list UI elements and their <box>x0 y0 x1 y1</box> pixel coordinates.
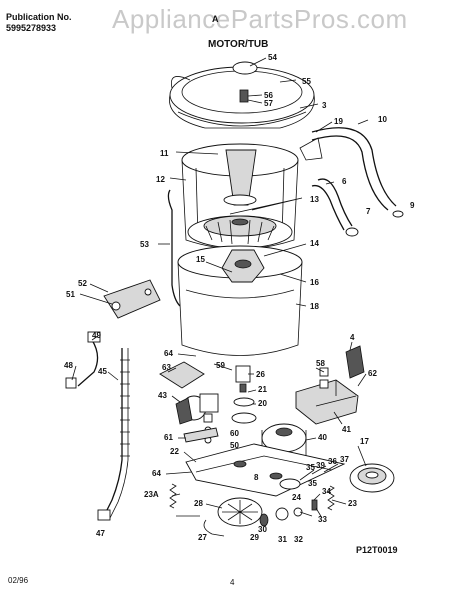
callout-6: 6 <box>342 177 347 186</box>
callout-22: 22 <box>170 447 179 456</box>
callout-19: 19 <box>334 117 343 126</box>
callout-35: 35 <box>308 479 317 488</box>
callout-30: 30 <box>258 525 267 534</box>
callout-36: 36 <box>328 457 337 466</box>
callout-64a: 64 <box>164 349 173 358</box>
callout-58: 58 <box>316 359 325 368</box>
callout-24: 24 <box>292 493 301 502</box>
publication-label: Publication No. <box>6 12 72 22</box>
callout-33: 33 <box>318 515 327 524</box>
callout-39: 39 <box>316 461 325 470</box>
callout-41: 41 <box>342 425 351 434</box>
mount-bracket <box>103 279 161 319</box>
callout-4: 4 <box>350 333 355 342</box>
callout-47: 47 <box>96 529 105 538</box>
callout-11: 11 <box>160 149 169 158</box>
section-title: MOTOR/TUB <box>208 39 269 50</box>
drain-hose <box>299 127 397 211</box>
callout-55: 55 <box>302 77 311 86</box>
leader-lines <box>71 57 369 519</box>
bottom-hardware <box>203 497 318 537</box>
callout-21: 21 <box>258 385 267 394</box>
callout-54: 54 <box>268 53 277 62</box>
callout-34: 34 <box>322 487 331 496</box>
callout-7: 7 <box>366 207 371 216</box>
callout-64b: 64 <box>152 469 161 478</box>
fill-hose <box>65 331 101 389</box>
callout-23a: 23A <box>144 490 159 499</box>
callout-3: 3 <box>322 101 327 110</box>
lever-bracket <box>183 427 219 443</box>
standpipe <box>167 189 181 307</box>
callout-17: 17 <box>360 437 369 446</box>
footer-date: 02/96 <box>8 576 29 585</box>
callout-32: 32 <box>294 535 303 544</box>
callout-48: 48 <box>64 361 73 370</box>
agitator-base <box>187 215 293 249</box>
callout-63: 63 <box>162 363 171 372</box>
watermark-text: AppliancePartsPros.com <box>112 4 408 34</box>
callout-61: 61 <box>164 433 173 442</box>
callout-57: 57 <box>264 99 273 108</box>
callout-9: 9 <box>410 201 415 210</box>
callout-15: 15 <box>196 255 205 264</box>
corrugated-hose <box>97 348 130 521</box>
callout-16: 16 <box>310 278 319 287</box>
callout-62: 62 <box>368 369 377 378</box>
callout-12: 12 <box>156 175 165 184</box>
callout-13: 13 <box>310 195 319 204</box>
callout-51: 51 <box>66 290 75 299</box>
callout-labels: 54 55 56 57 3 19 10 11 12 6 7 9 13 53 14… <box>64 53 415 544</box>
callout-45: 45 <box>98 367 107 376</box>
callout-37: 37 <box>340 455 349 464</box>
callout-26: 26 <box>256 370 265 379</box>
callout-53: 53 <box>140 240 149 249</box>
callout-52: 52 <box>78 279 87 288</box>
callout-40: 40 <box>318 433 327 442</box>
wash-basket <box>181 143 299 250</box>
model-number: A <box>212 14 219 24</box>
small-parts <box>203 412 257 444</box>
diagram-id: P12T0019 <box>356 545 398 555</box>
small-hose <box>311 178 404 237</box>
actuator-box <box>295 345 365 425</box>
callout-27: 27 <box>198 533 207 542</box>
callout-18: 18 <box>310 302 319 311</box>
callout-50: 50 <box>230 441 239 450</box>
callout-59: 59 <box>216 361 225 370</box>
clutch-parts <box>233 365 255 407</box>
callout-23: 23 <box>348 499 357 508</box>
callout-56: 56 <box>264 91 273 100</box>
callout-28: 28 <box>194 499 203 508</box>
mounting-base-plate <box>185 443 346 497</box>
callout-43: 43 <box>158 391 167 400</box>
callout-8: 8 <box>254 473 259 482</box>
callout-29: 29 <box>250 533 259 542</box>
callout-60: 60 <box>230 429 239 438</box>
callout-49: 49 <box>92 331 101 340</box>
callout-35b: 35 <box>306 463 315 472</box>
page-number: 4 <box>230 578 235 587</box>
callout-10: 10 <box>378 115 387 124</box>
callout-14: 14 <box>310 239 319 248</box>
drive-pulley <box>349 463 395 493</box>
callout-20: 20 <box>258 399 267 408</box>
tub-cover-ring <box>169 61 315 129</box>
callout-31: 31 <box>278 535 287 544</box>
publication-number: 5995278933 <box>6 23 57 33</box>
pump-assembly <box>159 361 219 425</box>
